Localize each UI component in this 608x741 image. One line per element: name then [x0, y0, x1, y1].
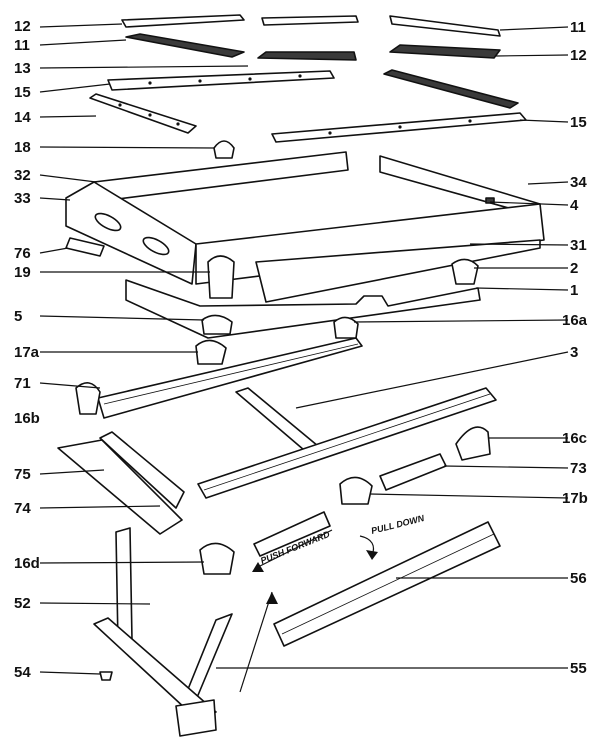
callout-16c: 16c	[562, 430, 587, 447]
callout-17b: 17b	[562, 490, 588, 507]
part-rail-15-upper-right	[383, 69, 519, 109]
callout-76: 76	[14, 245, 31, 262]
callout-31: 31	[570, 237, 587, 254]
callout-32: 32	[14, 167, 31, 184]
callout-2: 2	[570, 260, 578, 277]
part-frame	[57, 314, 497, 575]
callout-16a: 16a	[562, 312, 588, 329]
callout-3: 3	[570, 344, 578, 361]
callout-13: 13	[14, 60, 31, 77]
callout-4: 4	[570, 197, 579, 214]
part-rail-cap-12-left	[121, 14, 245, 28]
callout-75: 75	[14, 466, 31, 483]
callout-54: 54	[14, 664, 31, 681]
callout-52: 52	[14, 595, 31, 612]
callout-5: 5	[14, 308, 22, 325]
callout-1: 1	[570, 282, 578, 299]
callout-15-left: 15	[14, 84, 31, 101]
callout-16d: 16d	[14, 555, 40, 572]
part-leg-assembly	[93, 521, 501, 737]
callout-55: 55	[570, 660, 587, 677]
part-rail-11-left	[125, 33, 245, 58]
callout-33: 33	[14, 190, 31, 207]
callout-56: 56	[570, 570, 587, 587]
callout-12-right: 12	[570, 47, 587, 64]
callout-18: 18	[14, 139, 31, 156]
leader-lines	[39, 23, 569, 693]
callout-11-right: 11	[570, 19, 586, 36]
part-pocket-liner-18	[213, 140, 235, 159]
callout-17a: 17a	[14, 344, 40, 361]
part-rail-15-lower-right	[271, 112, 527, 143]
part-rail-cap-11-right	[389, 15, 501, 37]
part-rail-cap-center	[261, 15, 359, 26]
part-rail-14	[89, 93, 197, 134]
callout-73: 73	[570, 460, 587, 477]
pull-down-annotation: PULL DOWN	[370, 513, 426, 536]
callout-11-left: 11	[14, 37, 30, 54]
callout-19: 19	[14, 264, 31, 281]
callout-14: 14	[14, 109, 31, 126]
callout-12-left: 12	[14, 18, 31, 35]
callout-34: 34	[570, 174, 587, 191]
callout-15-right: 15	[570, 114, 587, 131]
part-rail-13	[107, 70, 335, 91]
callout-74: 74	[14, 500, 31, 517]
callout-71: 71	[14, 375, 31, 392]
part-rail-12-center	[257, 51, 357, 61]
part-cabinet	[65, 151, 545, 339]
callout-16b: 16b	[14, 410, 40, 427]
part-rail-12-right	[389, 44, 501, 59]
